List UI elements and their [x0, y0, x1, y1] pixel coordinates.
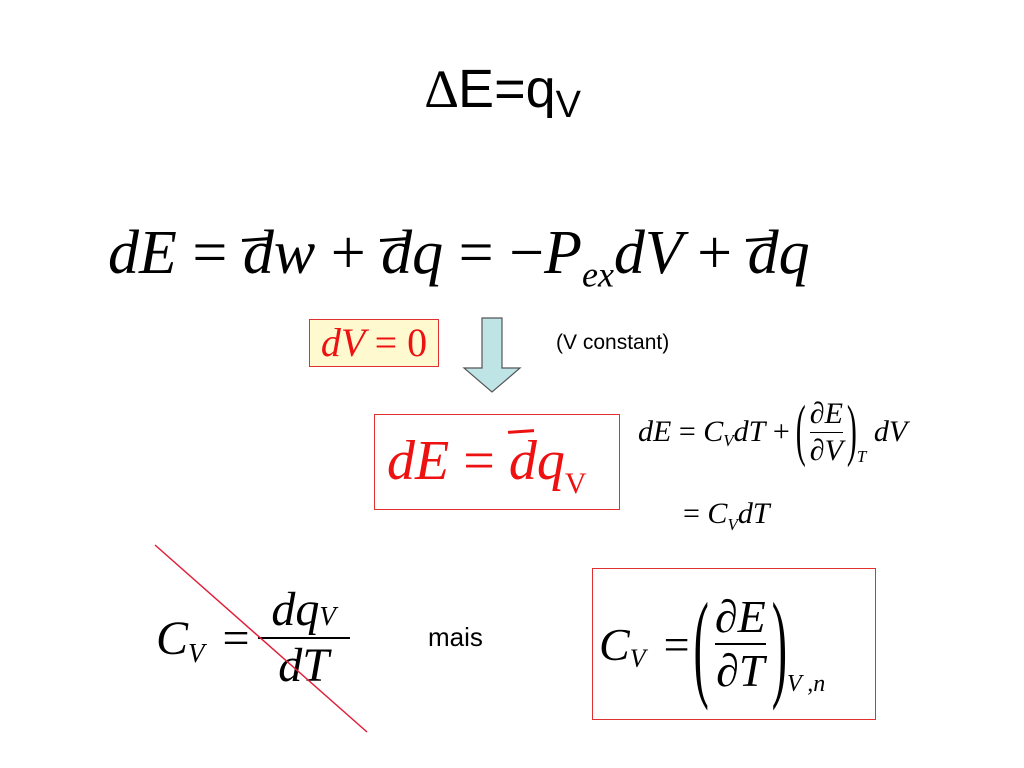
result-box: dE = dqV [374, 414, 620, 510]
final-heat-capacity: C [599, 618, 630, 670]
inexact-d-w: d [242, 219, 274, 287]
eq2-fraction-bar [809, 431, 843, 433]
eq2b-heat-capacity-sub: V [727, 515, 738, 534]
final-partial-fraction: ∂E ∂T [714, 590, 766, 696]
connector-word: mais [428, 622, 483, 652]
eq1-plus-2: + [697, 219, 733, 287]
condition-zero: 0 [407, 320, 428, 365]
eq2-heat-capacity-sub: V [723, 431, 734, 450]
eq1-work: w [273, 219, 316, 287]
eq1-heat-2: q [778, 219, 810, 287]
final-heat-capacity-sub: V [629, 644, 646, 673]
title-main: E=q [458, 59, 556, 119]
eq1-pressure: P [544, 219, 582, 287]
final-denominator: ∂T [716, 645, 765, 696]
eq2-right-paren: ) [846, 392, 857, 469]
eq1-minus: − [509, 219, 545, 287]
inexact-d-q-2: d [747, 219, 779, 287]
eq2b-equals: = [683, 497, 700, 530]
crossed-fraction: dqV dT [257, 582, 350, 692]
title-subscript: V [555, 84, 581, 126]
eq2-heat-capacity: C [703, 415, 724, 448]
eq1-equals: = [192, 219, 228, 287]
eq2-lhs: dE [638, 415, 672, 448]
final-numerator: ∂E [714, 590, 766, 642]
title-delta: ∆ [425, 59, 459, 119]
final-equals: = [663, 618, 690, 670]
energy-differential-line2: = CVdT [683, 497, 770, 535]
eq2-left-paren: ( [795, 392, 806, 469]
eq2b-heat-capacity: C [707, 497, 728, 530]
eq2b-dt: dT [737, 497, 770, 530]
crossed-equals: = [222, 611, 250, 665]
condition-equals: = [374, 320, 398, 365]
final-left-paren: ( [693, 577, 709, 711]
result-equals: = [463, 430, 495, 492]
result-lhs: dE [387, 430, 450, 492]
final-right-paren: ) [771, 577, 788, 711]
condition-box: dV = 0 [309, 319, 439, 367]
crossed-denominator: dT [278, 639, 329, 692]
crossed-num-text: dq [271, 582, 320, 636]
crossed-heat-capacity-sub: V [188, 637, 205, 668]
result-inexact-d: d [509, 415, 537, 507]
eq2-plus: + [772, 415, 790, 448]
crossed-numerator: dqV [258, 582, 350, 636]
down-arrow-icon [462, 317, 522, 393]
eq2-partial-fraction: ∂E ∂V [809, 397, 843, 467]
condition-note: (V constant) [556, 331, 670, 354]
eq1-equals-2: = [458, 219, 494, 287]
eq1-dv: dV [613, 219, 682, 287]
eq1-heat: q [412, 219, 444, 287]
eq2-denominator: ∂V [809, 433, 843, 467]
crossed-num-sub: V [319, 600, 336, 631]
result-sub: V [564, 467, 587, 500]
first-law-equation: dE = dw + dq = −PexdV + dq [108, 222, 810, 294]
eq1-lhs: dE [108, 219, 177, 287]
eq2-dt: dT [733, 415, 766, 448]
eq2-dv: dV [873, 415, 908, 448]
final-paren-sub: V ,n [787, 670, 826, 697]
final-fraction-bar [714, 643, 766, 645]
eq2-equals: = [678, 415, 696, 448]
inexact-d-q: d [381, 219, 413, 287]
eq1-plus: + [330, 219, 366, 287]
eq2-numerator: ∂E [809, 397, 843, 430]
eq1-pressure-sub: ex [581, 254, 614, 295]
condition-dv: dV [320, 320, 365, 365]
eq2-paren-sub: T [856, 447, 867, 466]
crossed-heat-capacity: C [156, 611, 189, 665]
result-heat: q [536, 430, 565, 492]
slide-title: ∆E=qV [425, 62, 581, 124]
